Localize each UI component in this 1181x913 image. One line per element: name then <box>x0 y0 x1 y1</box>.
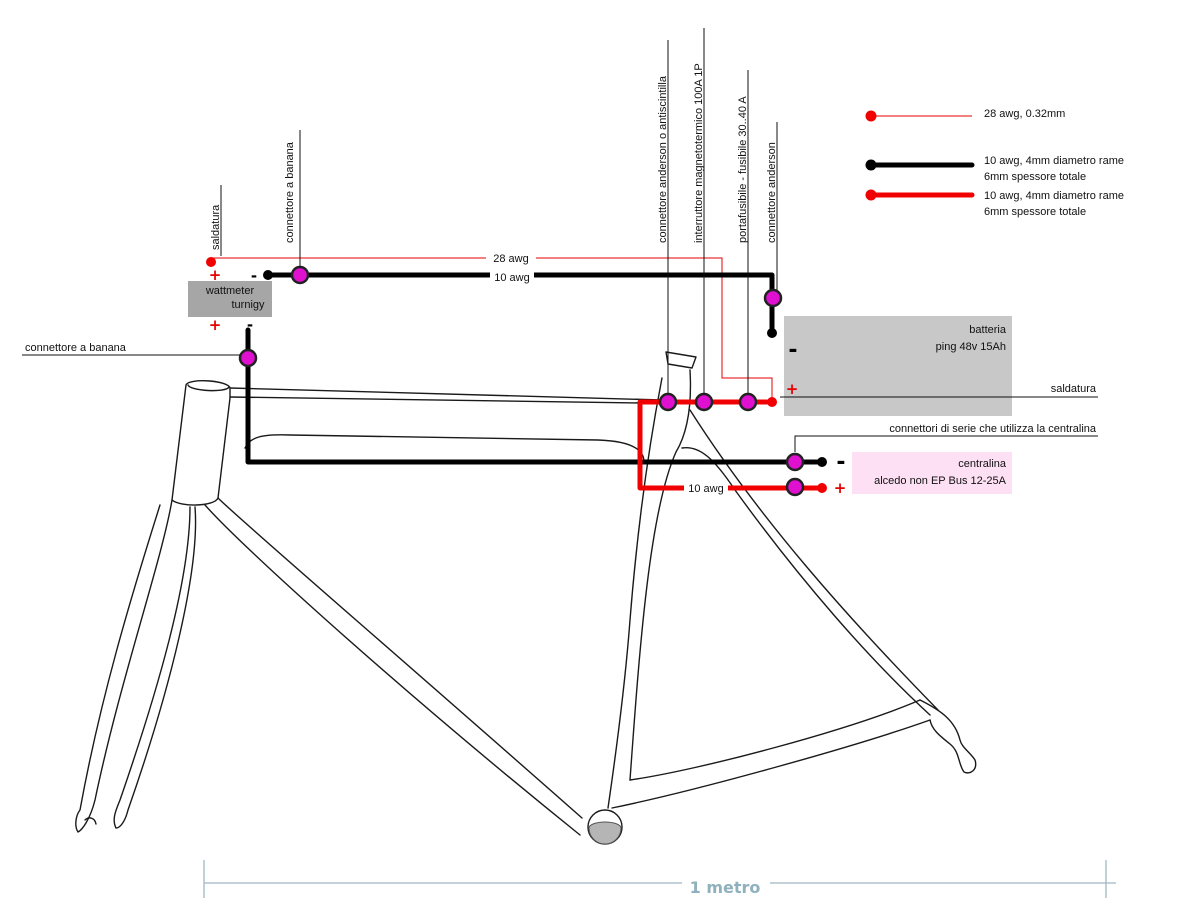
circuit-breaker <box>694 392 714 412</box>
controller-label-line1: centralina <box>958 458 1007 470</box>
wire-end-battery-pos <box>767 397 777 407</box>
controller-plus: + <box>834 479 847 497</box>
wattmeter-box: wattmeter turnigy <box>188 281 272 317</box>
controller-series-connector-pos <box>785 477 805 497</box>
fuse-holder <box>738 392 758 412</box>
legend-black-line2: 6mm spessore totale <box>984 171 1086 183</box>
legend-thin-red: 28 awg, 0.32mm <box>984 108 1065 120</box>
controller-series-connector-neg <box>785 452 805 472</box>
battery-plus: + <box>786 380 799 398</box>
negative-wire-lower <box>245 327 825 465</box>
wattmeter-label-line1: wattmeter <box>205 285 255 297</box>
wattmeter-minus-top: - <box>251 267 257 285</box>
banana-connector-left <box>238 348 258 368</box>
label-series-connectors: connettori di serie che utilizza la cent… <box>889 423 1097 435</box>
scale-label: 1 metro <box>690 878 761 897</box>
label-saldatura-right: saldatura <box>1051 383 1097 395</box>
label-10awg-top: 10 awg <box>494 272 529 284</box>
label-banana-connector-top: connettore a banana <box>284 141 296 243</box>
wattmeter-label-line2: turnigy <box>231 299 265 311</box>
battery-label-line1: batteria <box>969 324 1007 336</box>
label-circuit-breaker: interruttore magnetotermico 100A 1P <box>693 63 705 243</box>
controller-box: centralina alcedo non EP Bus 12-25A <box>852 452 1012 494</box>
label-10awg-bottom: 10 awg <box>688 483 723 495</box>
label-anderson-connector: connettore anderson <box>766 142 778 243</box>
label-banana-connector-left: connettore a banana <box>25 342 127 354</box>
wattmeter-plus-bottom: + <box>209 316 222 334</box>
label-saldatura-top: saldatura <box>210 204 222 250</box>
controller-minus: - <box>836 450 845 475</box>
anderson-antispark-connector <box>658 392 678 412</box>
battery-minus: - <box>788 338 797 363</box>
battery-box: batteria ping 48v 15Ah <box>784 316 1012 416</box>
anderson-connector-battery <box>763 288 783 308</box>
bicycle-frame <box>75 351 977 845</box>
label-anderson-antispark: connettore anderson o antiscintilla <box>657 75 669 243</box>
wire-end-battery-neg <box>767 328 777 338</box>
battery-label-line2: ping 48v 15Ah <box>936 341 1006 353</box>
label-28awg: 28 awg <box>493 253 528 265</box>
wire-end-wattmeter-neg <box>263 270 273 280</box>
solder-point-wattmeter <box>206 257 216 267</box>
wire-end-controller-pos <box>817 483 827 493</box>
controller-label-line2: alcedo non EP Bus 12-25A <box>874 475 1007 487</box>
wattmeter-minus-bottom: - <box>247 316 253 334</box>
legend-black-line1: 10 awg, 4mm diametro rame <box>984 155 1124 167</box>
scale-bar: 1 metro <box>203 860 1116 898</box>
legend-red-line2: 6mm spessore totale <box>984 206 1086 218</box>
legend: 28 awg, 0.32mm 10 awg, 4mm diametro rame… <box>865 108 1124 218</box>
negative-wire-top <box>265 272 775 336</box>
label-fuse-holder: portafusibile - fusibile 30..40 A <box>737 96 749 243</box>
wattmeter-plus-top: + <box>209 266 222 284</box>
legend-red-line1: 10 awg, 4mm diametro rame <box>984 190 1124 202</box>
wire-end-controller-neg <box>817 457 827 467</box>
banana-connector-top <box>290 265 310 285</box>
